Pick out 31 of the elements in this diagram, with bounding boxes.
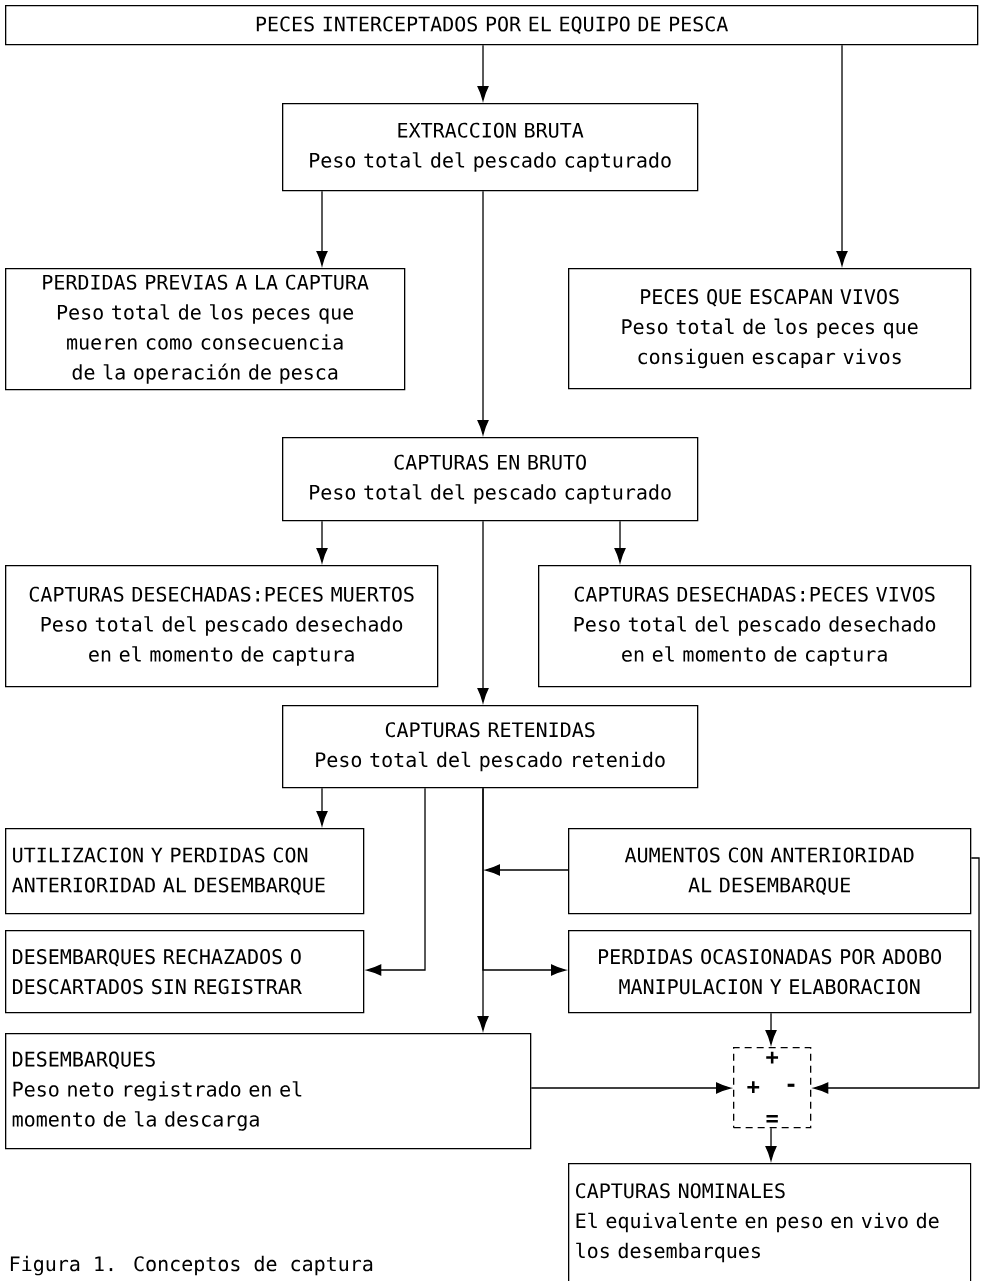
arrow — [477, 190, 489, 435]
arrow — [316, 520, 328, 563]
process-box: CAPTURAS EN BRUTO Peso total del pescado capturado — [282, 437, 699, 522]
process-box: PECES INTERCEPTADOS POR EL EQUIPO DE PESCA — [5, 5, 979, 46]
arrow — [477, 520, 489, 703]
sum-box: + + - = — [733, 1047, 812, 1129]
arrow — [836, 44, 848, 266]
process-box: PECES QUE ESCAPAN VIVOS Peso total de los peces que consiguen escapar vivos — [568, 268, 972, 390]
arrow — [614, 520, 626, 563]
arrow — [813, 857, 980, 1094]
process-box: CAPTURAS DESECHADAS:PECES MUERTOS Peso total del pescado desechado en el momento de captura — [5, 565, 439, 688]
process-box: EXTRACCION BRUTA Peso total del pescado capturado — [282, 103, 699, 192]
process-box: AUMENTOS CON ANTERIORIDAD AL DESEMBARQUE — [568, 828, 972, 915]
process-box: CAPTURAS DESECHADAS:PECES VIVOS Peso total del pescado desechado en el momento de captura — [538, 565, 972, 688]
process-box: UTILIZACION Y PERDIDAS CON ANTERIORIDAD AL DESEMBARQUE — [5, 828, 365, 915]
process-box: CAPTURAS NOMINALES El equivalente en peso en vivo de los desembarques — [568, 1163, 972, 1281]
process-box: DESEMBARQUES Peso neto registrado en el momento de la descarga — [5, 1033, 532, 1150]
arrow — [477, 44, 489, 101]
caption: Figura 1. Conceptos de captura — [10, 1255, 373, 1276]
arrow — [316, 190, 328, 266]
arrow — [765, 1012, 777, 1045]
process-box: PERDIDAS OCASIONADAS POR ADOBO MANIPULACION Y ELABORACION — [568, 930, 972, 1014]
arrow — [530, 1082, 731, 1094]
arrow — [482, 787, 566, 976]
process-box: CAPTURAS RETENIDAS Peso total del pescado retenido — [282, 705, 699, 789]
process-box: DESEMBARQUES RECHAZADOS O DESCARTADOS SIN REGISTRAR — [5, 930, 365, 1014]
process-box: PERDIDAS PREVIAS A LA CAPTURA Peso total de los peces que mueren como consecuencia de la operación de pesca — [5, 268, 406, 391]
arrow — [316, 787, 328, 826]
arrow — [485, 864, 569, 876]
arrow — [366, 787, 426, 976]
arrow — [765, 1127, 777, 1161]
